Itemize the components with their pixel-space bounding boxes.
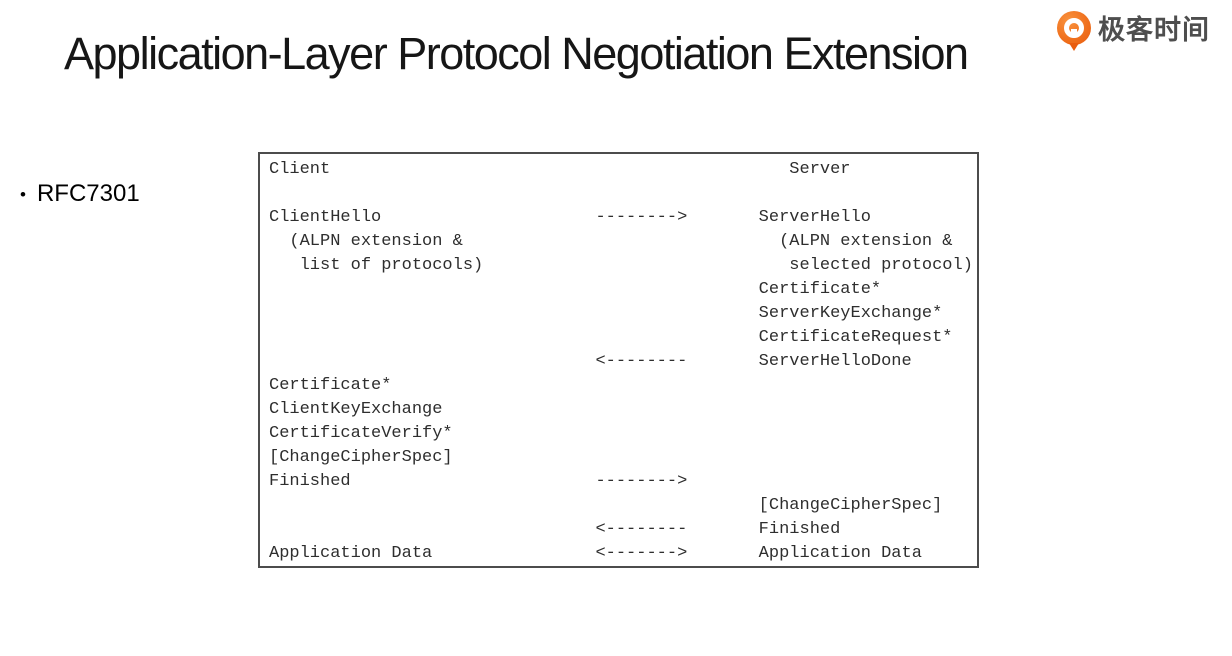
bullet-label: RFC7301 bbox=[36, 180, 140, 207]
page-title: Application-Layer Protocol Negotiation E… bbox=[64, 28, 969, 79]
logo-q-ring bbox=[1064, 17, 1084, 38]
brand-name: 极客时间 bbox=[1098, 15, 1210, 45]
brand-logo: 极客时间 bbox=[1057, 8, 1210, 51]
handshake-diagram-box: Client Server ClientHello --------> Serv… bbox=[258, 152, 979, 568]
bullet-marker: • bbox=[20, 184, 26, 204]
geektime-logo-icon bbox=[1057, 10, 1091, 51]
handshake-pre: Client Server ClientHello --------> Serv… bbox=[269, 160, 973, 563]
bullet-item-rfc: • RFC7301 bbox=[20, 180, 140, 209]
